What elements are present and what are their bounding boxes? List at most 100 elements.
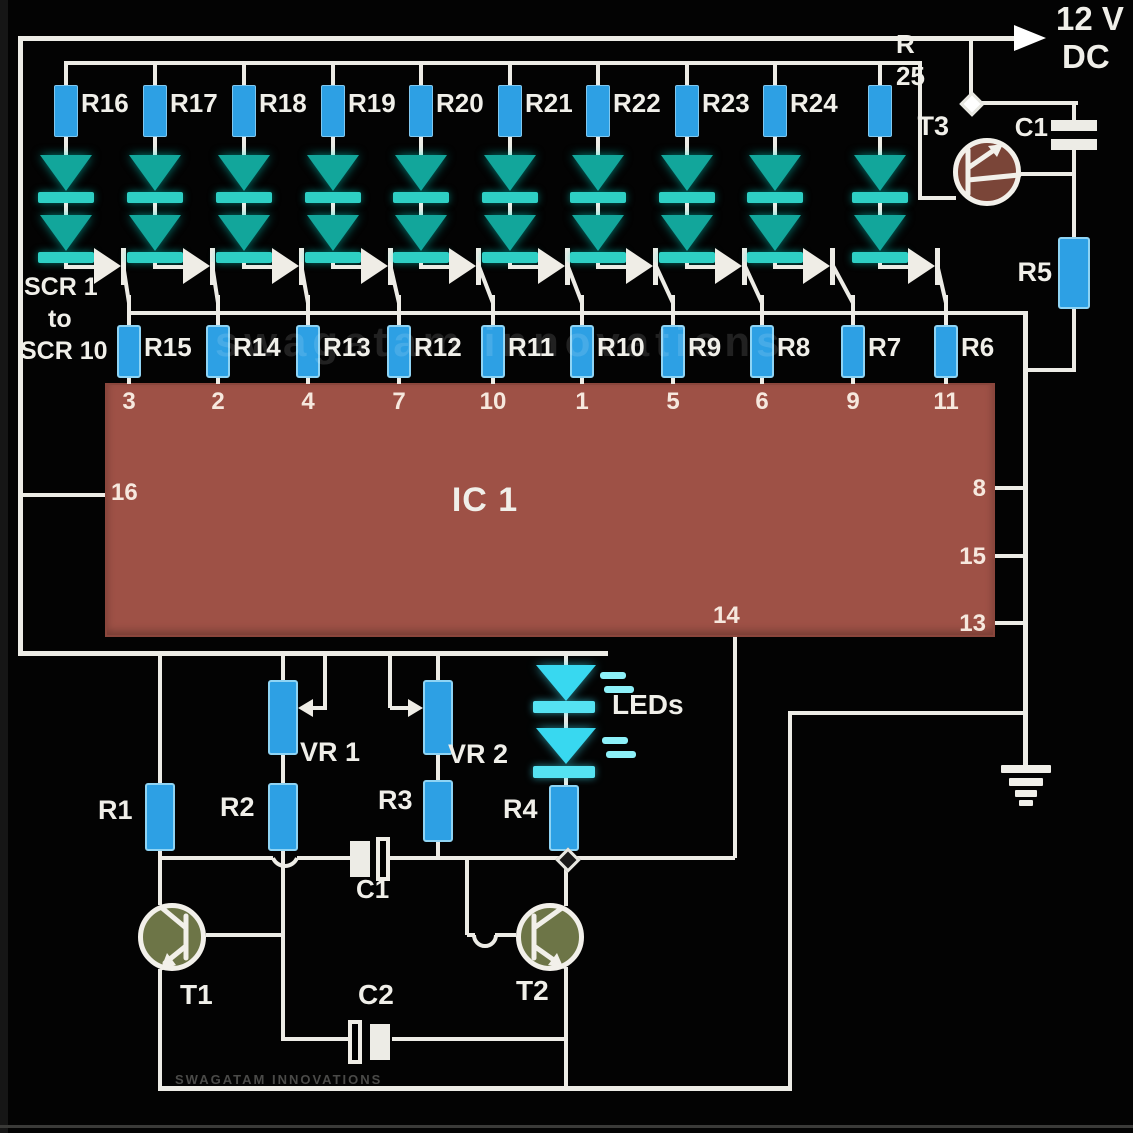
resistor-r20 [409, 85, 433, 137]
supply-arrow-icon [1014, 25, 1046, 51]
gate-stub [851, 295, 855, 325]
scr-diode-icon [908, 248, 935, 284]
wire [281, 755, 285, 783]
led-icon [572, 215, 624, 251]
resistor-label: R18 [259, 88, 307, 118]
gate-stub [397, 378, 401, 384]
ground-bar3 [1015, 790, 1037, 797]
gate-stub [397, 295, 401, 325]
wire [573, 856, 735, 860]
resistor-label: R9 [688, 332, 722, 362]
r4-label: R4 [503, 794, 538, 824]
vr1-wiper-arrow-icon [298, 699, 313, 717]
frame-edge-bottom [0, 1125, 1133, 1128]
branch-stub [596, 61, 600, 85]
wire [18, 651, 608, 656]
c2-right-plate [370, 1024, 390, 1060]
wire [158, 655, 162, 783]
resistor-r12 [387, 325, 411, 378]
branch-stub [773, 137, 777, 157]
transistor-t1 [138, 903, 206, 971]
wire [564, 967, 568, 1088]
led-bar [216, 192, 272, 203]
scr-diode-icon [449, 248, 476, 284]
ic-top-pin: 11 [933, 388, 959, 415]
wire [733, 637, 737, 858]
wire [564, 864, 568, 906]
ic-top-pin: 6 [755, 388, 769, 415]
t3-label: T3 [917, 111, 949, 141]
gate-stub [580, 378, 584, 384]
branch-stub [685, 137, 689, 157]
ic1-block [105, 383, 995, 637]
branch-stub [419, 61, 423, 85]
ground-icon [1001, 765, 1051, 773]
branch-stub [685, 61, 689, 85]
led-icon [661, 215, 713, 251]
transistor-t2 [516, 903, 584, 971]
led-icon [854, 215, 906, 251]
scr-caption-line2: to [48, 305, 72, 333]
branch-stub [331, 203, 335, 215]
led1-ray [600, 672, 626, 679]
wire [995, 486, 1023, 490]
branch-stub [64, 137, 68, 157]
wire [1021, 172, 1074, 176]
c1b-left-plate [350, 841, 370, 877]
gate-stub [944, 378, 948, 384]
led-icon [40, 215, 92, 251]
wire [969, 41, 973, 103]
wire [564, 713, 568, 728]
wire [23, 493, 105, 497]
resistor-label: R12 [414, 332, 462, 362]
gate-stub [580, 295, 584, 325]
led-bar [38, 192, 94, 203]
c1b-right-plate [376, 837, 390, 881]
branch-stub [419, 203, 423, 215]
transistor-t3 [953, 138, 1021, 206]
branch-stub [508, 203, 512, 215]
led-bar [747, 192, 803, 203]
wire [66, 61, 922, 65]
c1-bottom-label: C1 [356, 874, 390, 904]
leds-label: LEDs [612, 689, 684, 720]
resistor-r4 [549, 785, 579, 851]
resistor-label: R13 [323, 332, 371, 362]
led-icon [40, 155, 92, 191]
led-bar [393, 192, 449, 203]
resistor-r3 [423, 780, 453, 842]
led-bar [127, 192, 183, 203]
resistor-label: R21 [525, 88, 573, 118]
resistor-label: R16 [81, 88, 129, 118]
resistor-r13 [296, 325, 320, 378]
wire [1027, 368, 1074, 372]
resistor-r2 [268, 783, 298, 851]
branch-to-scr [598, 265, 628, 269]
scr-cathode-bar [121, 248, 126, 285]
wire [995, 554, 1023, 558]
resistor-label: R6 [961, 332, 995, 362]
wire [158, 856, 273, 860]
led-bar [570, 192, 626, 203]
scr-cathode-bar [830, 248, 835, 285]
gate-stub [216, 295, 220, 325]
resistor-label: R23 [702, 88, 750, 118]
resistor-r15 [117, 325, 141, 378]
wire [790, 711, 1027, 715]
resistor-r7 [841, 325, 865, 378]
wire [969, 101, 1078, 105]
led2-ray [602, 737, 628, 744]
t2-label: T2 [516, 975, 549, 1006]
wire [297, 856, 354, 860]
branch-to-scr [880, 265, 910, 269]
vr1-label: VR 1 [300, 737, 361, 767]
led-icon [484, 215, 536, 251]
wire [495, 933, 516, 937]
resistor-r11 [481, 325, 505, 378]
wire [436, 655, 440, 680]
branch-stub [153, 137, 157, 157]
led1-cathode-bar [533, 701, 595, 713]
led2-cathode-bar [533, 766, 595, 778]
scr-diode-icon [803, 248, 830, 284]
r25-label-bottom: 25 [896, 61, 925, 91]
